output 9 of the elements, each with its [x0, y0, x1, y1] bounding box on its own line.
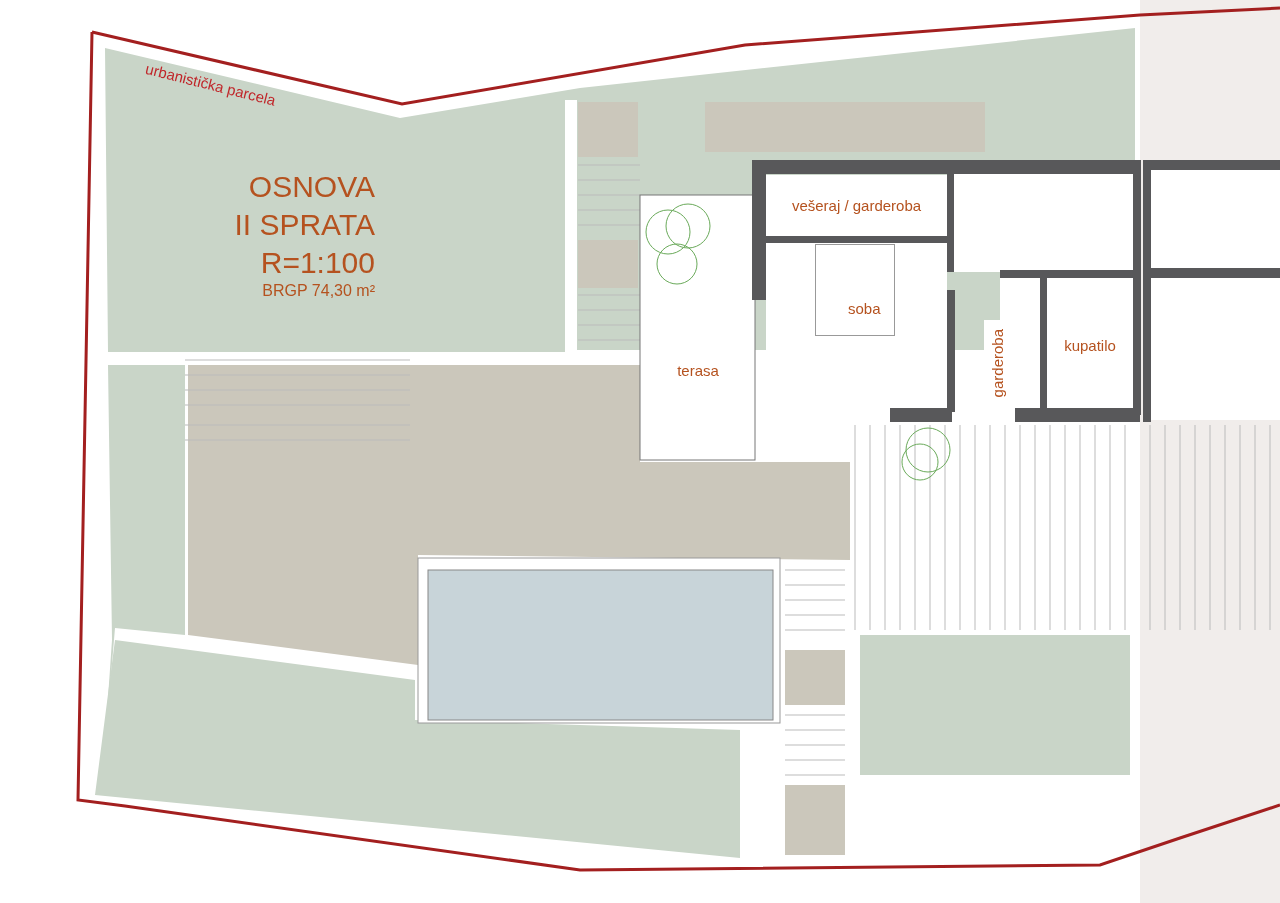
plan-title: OSNOVA II SPRATA	[233, 169, 375, 243]
area-label: BRGP 74,30 m²	[261, 282, 375, 300]
room-label: soba	[848, 300, 881, 317]
room-label: garderoba	[988, 328, 1006, 398]
room-label: terasa	[677, 361, 719, 379]
room-label: vešeraj / garderoba	[791, 197, 922, 214]
scale-label: R=1:100	[259, 246, 375, 280]
room-label: kupatilo	[1064, 336, 1116, 354]
laundry-room	[766, 175, 947, 236]
